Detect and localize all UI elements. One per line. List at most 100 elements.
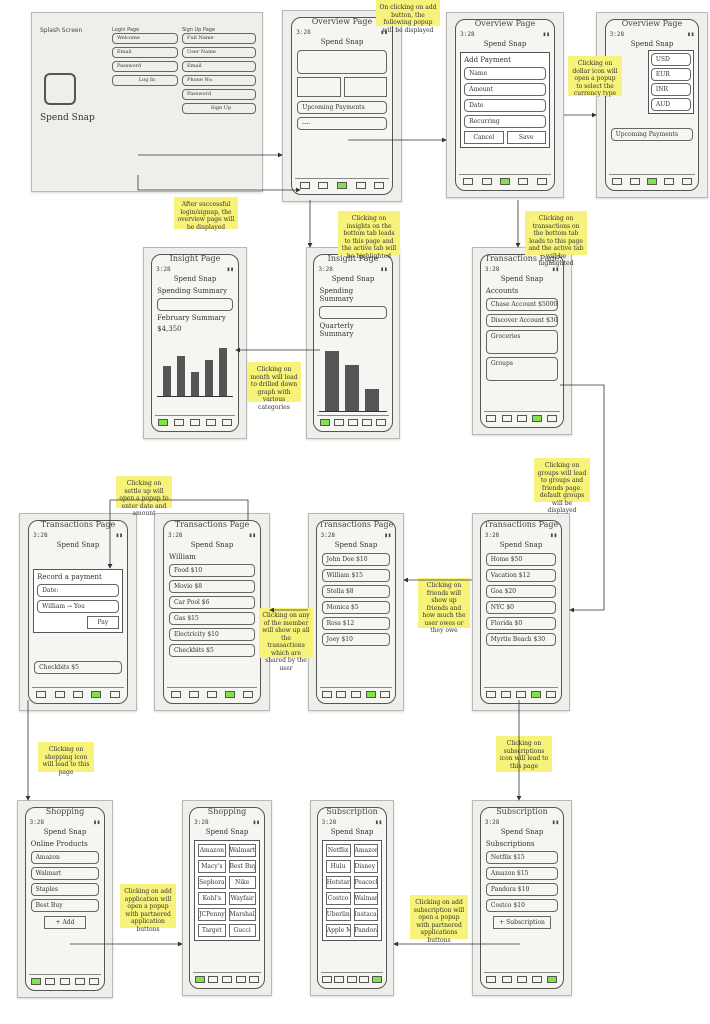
partner-button[interactable]: Costco	[325, 891, 351, 905]
pay-button[interactable]: Pay	[86, 615, 119, 629]
transaction-row[interactable]: Food $10	[168, 563, 256, 577]
friend-row[interactable]: Ross $12	[321, 616, 391, 630]
category-chart[interactable]	[157, 336, 233, 397]
expense-card[interactable]	[343, 76, 387, 97]
bar[interactable]	[218, 347, 227, 396]
signup-password[interactable]: Password	[182, 89, 256, 100]
name-field[interactable]: Name	[464, 66, 546, 80]
group-row[interactable]: NYC $0	[485, 600, 557, 614]
upcoming-payments[interactable]: Upcoming Payments	[297, 100, 387, 114]
friend-row[interactable]: Monica $5	[321, 600, 391, 614]
shop-row[interactable]: Amazon	[30, 850, 100, 864]
partner-button[interactable]: JCPenny	[198, 907, 226, 921]
partner-button[interactable]: Peacock TV	[353, 875, 379, 889]
partner-button[interactable]: Disney plus	[353, 859, 379, 873]
partner-button[interactable]: Wayfair	[228, 891, 256, 905]
bar-dec[interactable]	[325, 350, 340, 411]
transaction-row[interactable]: Gas $15	[168, 611, 256, 625]
add-subscription-button[interactable]: + Subscription	[493, 915, 551, 929]
bar-jan[interactable]	[345, 364, 360, 411]
partner-button[interactable]: Sephora	[198, 875, 226, 889]
shop-row[interactable]: Walmart	[30, 866, 100, 880]
bar[interactable]	[177, 355, 186, 396]
currency-aud[interactable]: AUD	[650, 97, 692, 111]
partner-button[interactable]: Netflix	[325, 843, 351, 857]
partner-button[interactable]: Amazon	[353, 843, 379, 857]
page-title: Shopping	[207, 806, 247, 816]
note-member: Clicking on any of the member will show …	[259, 608, 313, 672]
partner-button[interactable]: Best Buy	[228, 859, 256, 873]
date-field[interactable]: Date:	[37, 583, 119, 597]
recurring-field[interactable]: Recurring	[464, 114, 546, 128]
partner-button[interactable]: Walmart	[228, 843, 256, 857]
quarterly-chart[interactable]	[319, 341, 387, 412]
cancel-button[interactable]: Cancel	[464, 130, 504, 144]
subscription-row[interactable]: Netflix $15	[485, 850, 559, 864]
account-chase[interactable]: Chase Account $5000	[485, 297, 559, 311]
partner-button[interactable]: Walmart+	[353, 891, 379, 905]
group-row[interactable]: Myrtle Beach $30	[485, 632, 557, 646]
partner-button[interactable]: Pandora	[353, 923, 379, 937]
partner-button[interactable]: Nike	[228, 875, 256, 889]
shop-row[interactable]: Best Buy	[30, 898, 100, 912]
signup-title: Sign Up Page	[182, 27, 216, 33]
signup-email[interactable]: Email	[182, 61, 256, 72]
transaction-row[interactable]: Checkbits $5	[168, 643, 256, 657]
partner-button[interactable]: Gucci	[228, 923, 256, 937]
group-row[interactable]: Goa $20	[485, 584, 557, 598]
partner-button[interactable]: Hotstar	[325, 875, 351, 889]
currency-usd[interactable]: USD	[650, 52, 692, 66]
bar[interactable]	[191, 371, 199, 396]
account-select[interactable]	[157, 297, 233, 311]
account-discover[interactable]: Discover Account $3000	[485, 313, 559, 327]
page-title: Shopping	[45, 806, 85, 816]
group-row[interactable]: Home $50	[485, 552, 557, 566]
partner-button[interactable]: Hulu	[325, 859, 351, 873]
partner-button[interactable]: Uberline	[325, 907, 351, 921]
amount-field[interactable]: Amount	[464, 82, 546, 96]
signup-username[interactable]: User Name	[182, 47, 256, 58]
bar[interactable]	[204, 359, 213, 396]
subs-frame-2: Subscription 3:28▮▮ Spend Snap Netflix A…	[310, 800, 394, 996]
subscription-row[interactable]: Amazon $15	[485, 866, 559, 880]
shop-row[interactable]: Staples	[30, 882, 100, 896]
friend-row[interactable]: Joey $10	[321, 632, 391, 646]
partner-button[interactable]: Target	[198, 923, 226, 937]
status-time: 3:28	[321, 818, 337, 826]
subscription-row[interactable]: Costco $10	[485, 898, 559, 912]
signup-phone[interactable]: Phone No.	[182, 75, 256, 86]
partner-button[interactable]: Kohl's	[198, 891, 226, 905]
friend-row[interactable]: William $15	[321, 568, 391, 582]
signup-button[interactable]: Sign Up	[182, 103, 256, 114]
account-select[interactable]	[319, 305, 387, 319]
transaction-row[interactable]: Checkbits $5	[34, 660, 122, 674]
friend-row[interactable]: Stella $8	[321, 584, 391, 598]
save-button[interactable]: Save	[506, 130, 546, 144]
income-card[interactable]	[297, 76, 341, 97]
transaction-row[interactable]: Electricity $10	[168, 627, 256, 641]
login-email[interactable]: Email	[112, 47, 178, 58]
partner-button[interactable]: Instacart	[353, 907, 379, 921]
login-button[interactable]: Log In	[112, 75, 178, 86]
friend-row[interactable]: John Doe $10	[321, 552, 391, 566]
groups-section[interactable]: Groups	[485, 356, 559, 381]
group-row[interactable]: Florida $0	[485, 616, 557, 630]
currency-eur[interactable]: EUR	[650, 67, 692, 81]
partner-button[interactable]: Macy's	[198, 859, 226, 873]
signup-fullname[interactable]: Full Name	[182, 33, 256, 44]
currency-inr[interactable]: INR	[650, 82, 692, 96]
bar[interactable]	[163, 365, 172, 396]
transaction-row[interactable]: Car Pool $6	[168, 595, 256, 609]
phone: Overview Page 3:28▮▮ Spend Snap Add Paym…	[455, 18, 555, 192]
partner-button[interactable]: Amazon	[198, 843, 226, 857]
login-password[interactable]: Password	[112, 61, 178, 72]
group-row[interactable]: Vacation $12	[485, 568, 557, 582]
add-shop-button[interactable]: + Add	[44, 915, 86, 929]
upcoming-payments[interactable]: Upcoming Payments	[610, 127, 694, 141]
subscription-row[interactable]: Pandora $10	[485, 882, 559, 896]
partner-button[interactable]: Marshalls	[228, 907, 256, 921]
transaction-row[interactable]: Movie $8	[168, 579, 256, 593]
partner-button[interactable]: Apple Music	[325, 923, 351, 937]
bar-feb[interactable]	[365, 388, 380, 411]
date-field[interactable]: Date	[464, 98, 546, 112]
